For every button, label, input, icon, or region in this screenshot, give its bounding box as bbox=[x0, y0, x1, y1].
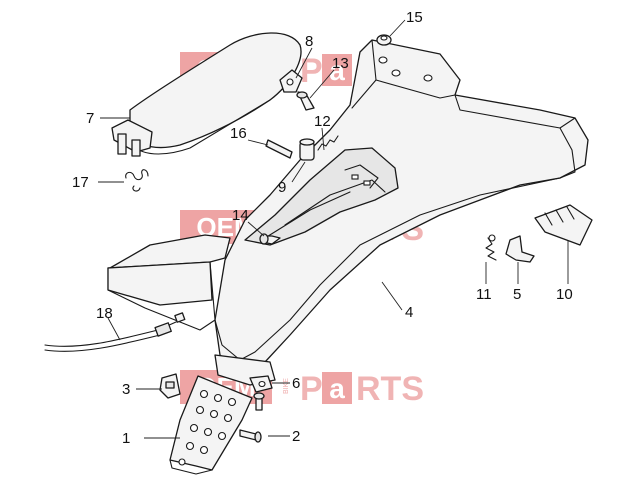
callout-16: 16 bbox=[230, 125, 247, 142]
callout-4: 4 bbox=[405, 304, 413, 321]
part-15-grommet bbox=[376, 34, 392, 46]
part-5-latch bbox=[505, 235, 535, 263]
part-12-spring bbox=[317, 135, 339, 151]
callout-labels: 1 2 3 4 5 6 7 8 9 10 11 12 13 14 15 16 1… bbox=[72, 9, 573, 447]
part-17-spring bbox=[125, 169, 149, 192]
callout-10: 10 bbox=[556, 286, 573, 303]
callout-3: 3 bbox=[122, 381, 130, 398]
part-11-spring bbox=[485, 234, 497, 261]
part-1-foot-plate bbox=[169, 375, 253, 475]
svg-text:a: a bbox=[329, 373, 345, 404]
part-13-screw bbox=[296, 91, 315, 111]
callout-13: 13 bbox=[332, 55, 349, 72]
callout-leaders bbox=[98, 19, 569, 439]
svg-text:a: a bbox=[329, 55, 345, 86]
part-18-cable-tray bbox=[44, 234, 231, 352]
callout-11: 11 bbox=[476, 286, 492, 303]
svg-text:P: P bbox=[300, 52, 323, 90]
svg-text:RTS: RTS bbox=[356, 370, 424, 408]
part-3-clip bbox=[159, 373, 181, 399]
part-10-block bbox=[534, 204, 593, 246]
callout-5: 5 bbox=[513, 286, 521, 303]
callout-6: 6 bbox=[292, 375, 300, 392]
part-14-screw bbox=[259, 233, 281, 245]
callout-1: 1 bbox=[122, 430, 130, 447]
callout-8: 8 bbox=[305, 33, 313, 50]
svg-text:BIKE: BIKE bbox=[283, 378, 290, 394]
callout-9: 9 bbox=[278, 179, 286, 196]
callout-12: 12 bbox=[314, 113, 331, 130]
callout-18: 18 bbox=[96, 305, 113, 322]
svg-text:P: P bbox=[300, 370, 323, 408]
part-16-pin bbox=[265, 139, 293, 159]
callout-15: 15 bbox=[406, 9, 423, 26]
part-2-screws bbox=[239, 392, 265, 443]
part-8-bracket bbox=[279, 69, 303, 93]
part-9-lock bbox=[299, 138, 315, 161]
callout-17: 17 bbox=[72, 174, 89, 191]
callout-7: 7 bbox=[86, 110, 94, 127]
part-7-seat-cushion bbox=[111, 32, 302, 157]
part-6-bracket bbox=[249, 375, 273, 393]
callout-14: 14 bbox=[232, 207, 249, 224]
callout-2: 2 bbox=[292, 428, 300, 445]
